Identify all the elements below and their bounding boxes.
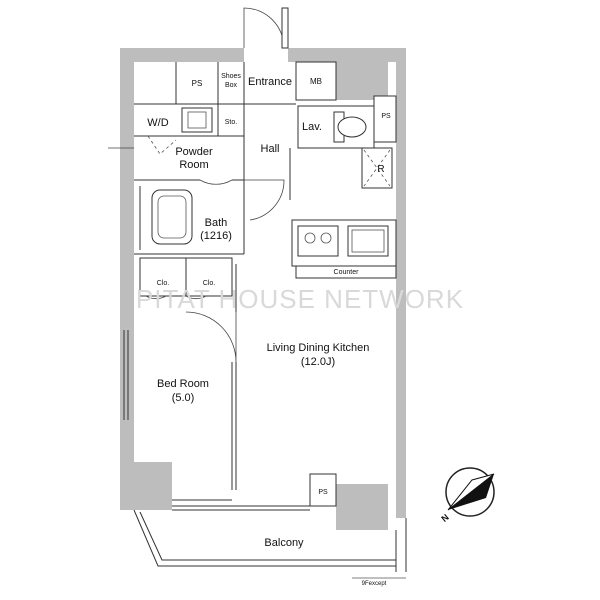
toilet-icon bbox=[333, 111, 367, 143]
powder-room-label-1: Powder bbox=[175, 146, 213, 158]
shoes-box-label-2: Box bbox=[225, 82, 238, 89]
closet-label-2: Clo. bbox=[203, 280, 216, 287]
closet-label-1: Clo. bbox=[157, 280, 170, 287]
fixtures bbox=[151, 107, 391, 257]
storage-label: Sto. bbox=[225, 119, 238, 126]
ps-top-label: PS bbox=[192, 79, 203, 88]
wd-label: W/D bbox=[147, 117, 168, 129]
bed-room-label-1: Bed Room bbox=[157, 378, 209, 390]
refrigerator-label: R bbox=[377, 164, 384, 175]
ldk-label-1: Living Dining Kitchen bbox=[267, 342, 370, 354]
room-labels: PS Shoes Box Entrance MB W/D Sto. Lav. P… bbox=[147, 73, 391, 587]
hall-label: Hall bbox=[261, 143, 280, 155]
compass-icon: N bbox=[439, 467, 495, 524]
stove-icon bbox=[297, 225, 339, 257]
mb-label: MB bbox=[310, 77, 322, 86]
bathtub-icon bbox=[151, 189, 193, 245]
counter-label: Counter bbox=[334, 269, 360, 276]
watermark-text: PITAT HOUSE NETWORK bbox=[136, 284, 464, 314]
ps-bottom-label: PS bbox=[318, 489, 328, 496]
entrance-label: Entrance bbox=[248, 76, 292, 88]
sink-icon bbox=[347, 225, 389, 257]
compass-north-label: N bbox=[439, 512, 450, 524]
ldk-label-2: (12.0J) bbox=[301, 356, 335, 368]
powder-room-label-2: Room bbox=[179, 159, 208, 171]
shoes-box-label-1: Shoes bbox=[221, 73, 241, 80]
ps-right-label: PS bbox=[381, 113, 391, 120]
lavatory-label: Lav. bbox=[302, 121, 322, 133]
doors bbox=[108, 7, 289, 363]
floor-note-label: 9Fexcept bbox=[362, 581, 387, 587]
bath-label-2: (1216) bbox=[200, 230, 232, 242]
balcony-label: Balcony bbox=[264, 537, 304, 549]
bath-label-1: Bath bbox=[205, 217, 228, 229]
balcony-outline bbox=[133, 509, 407, 579]
bed-room-label-2: (5.0) bbox=[172, 392, 195, 404]
